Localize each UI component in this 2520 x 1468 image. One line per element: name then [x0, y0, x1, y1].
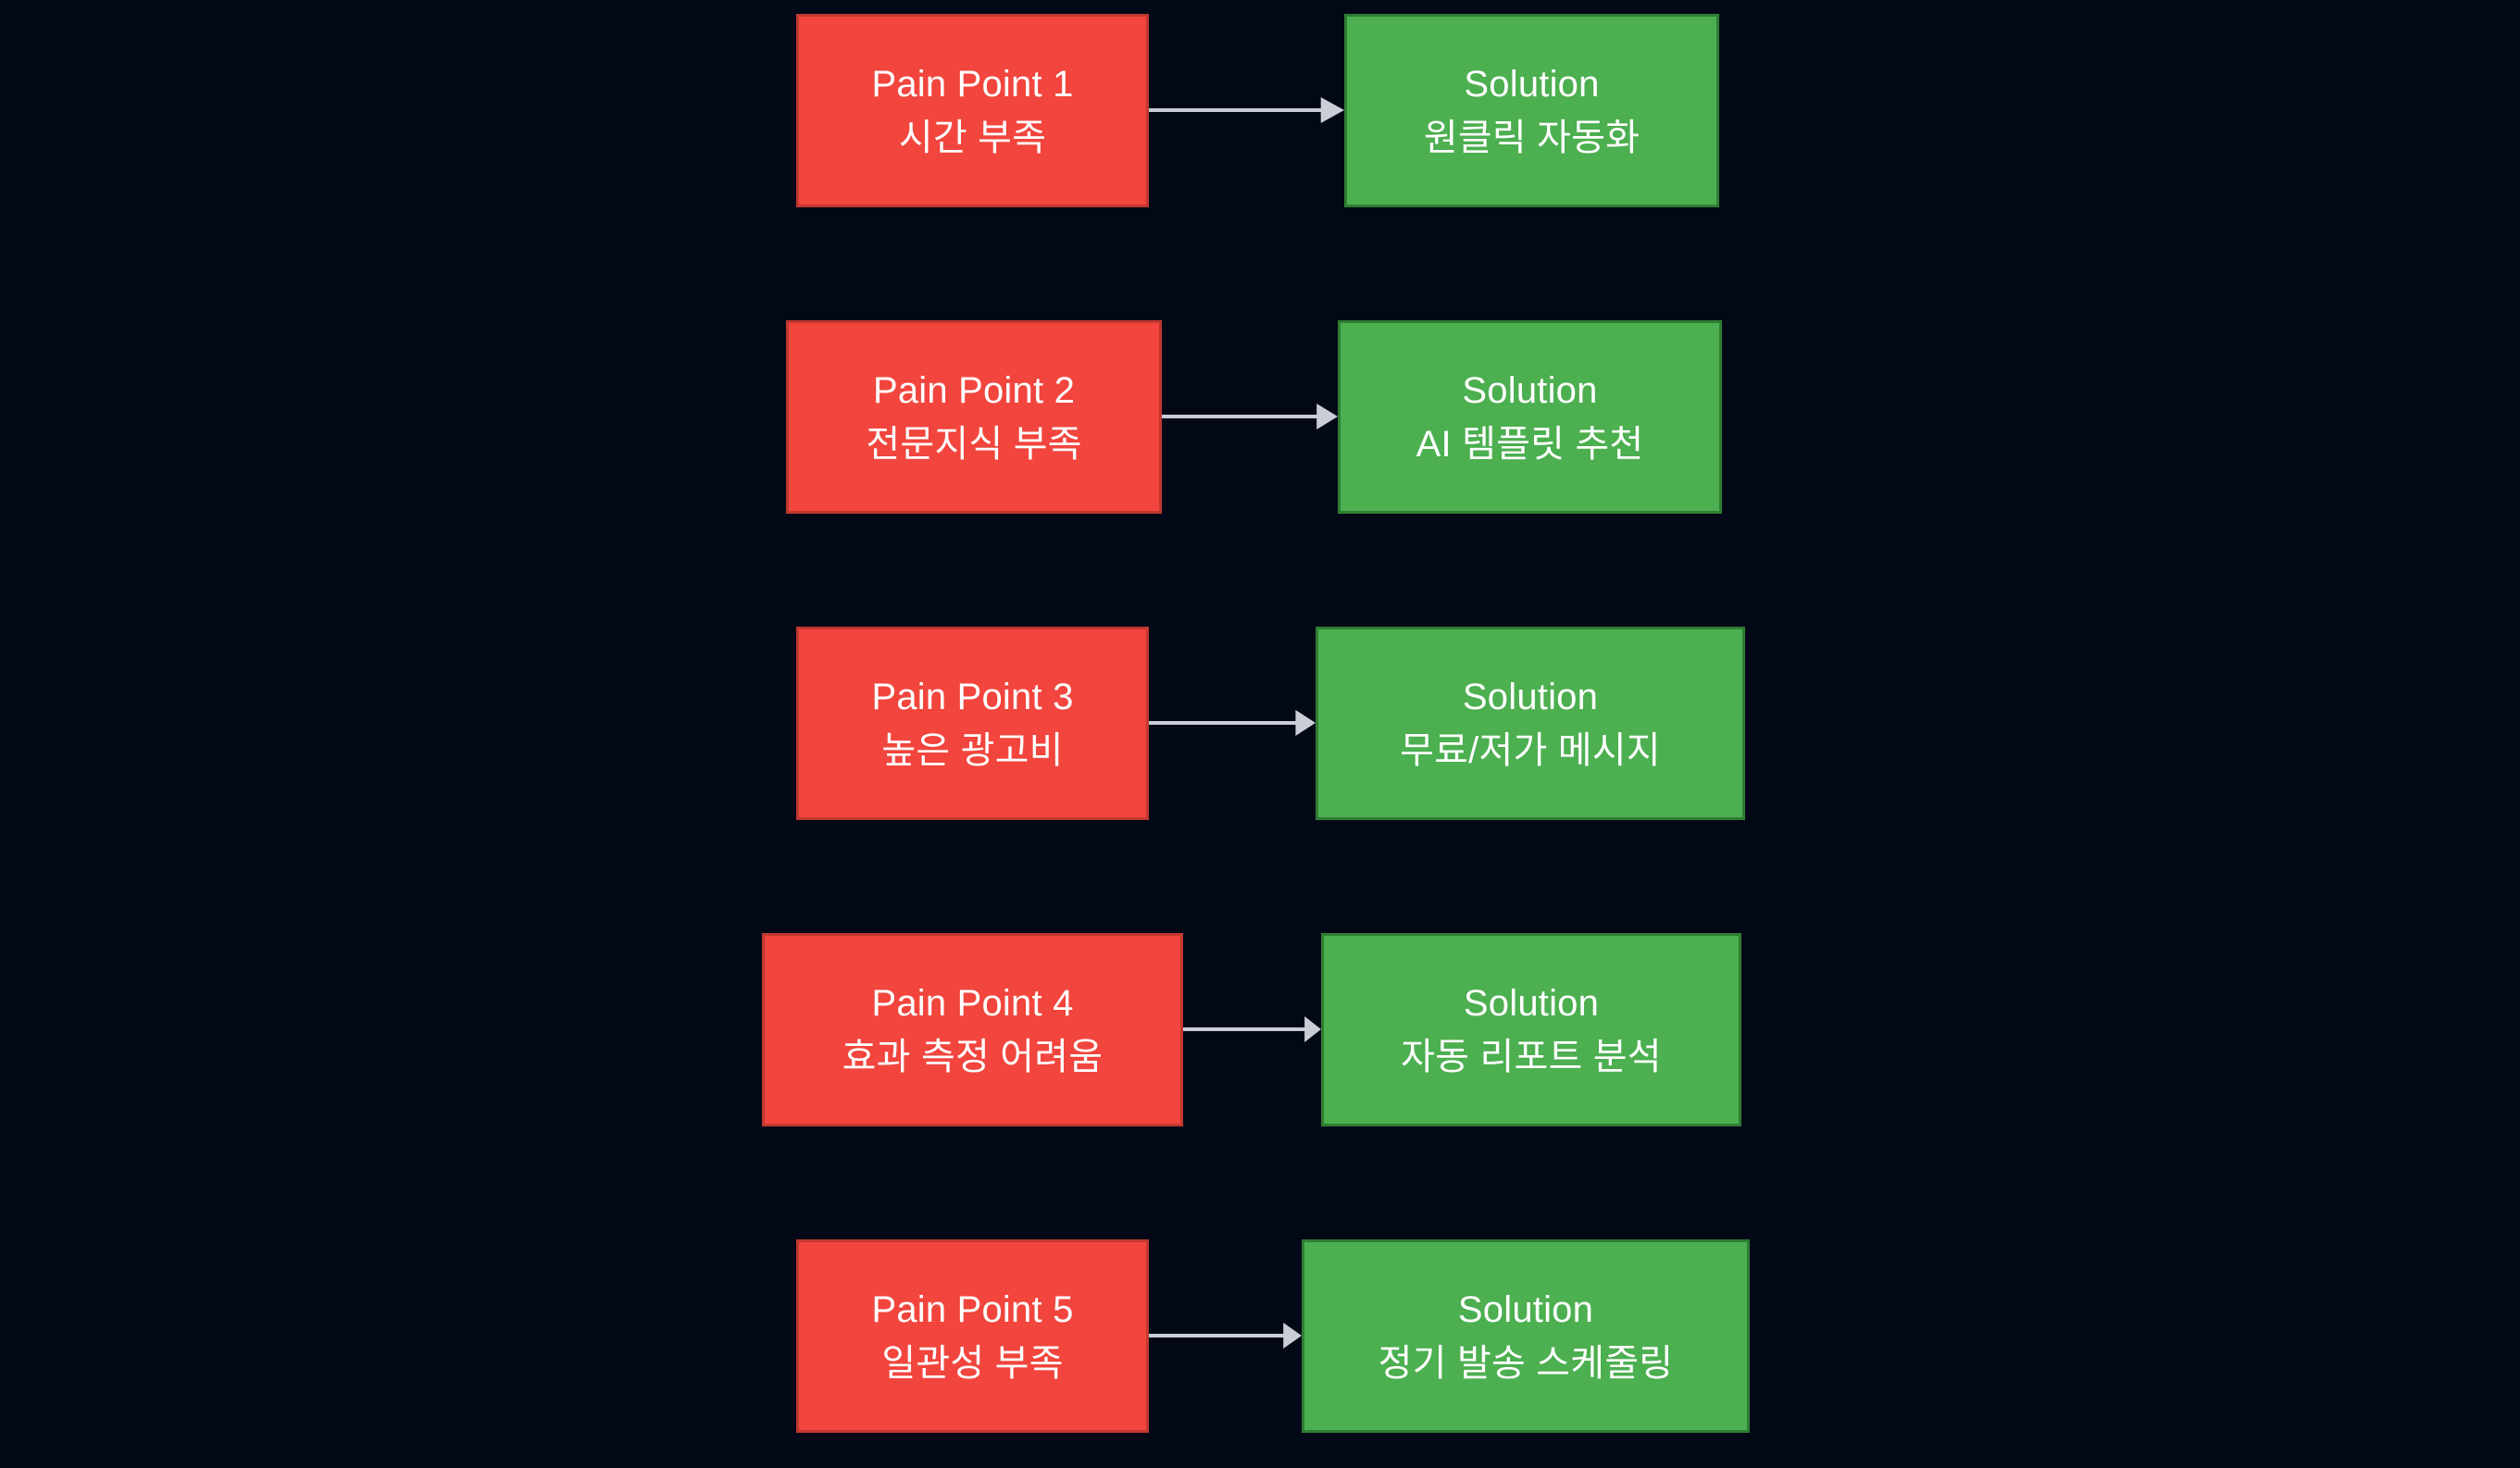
pain-point-title: Pain Point 1	[871, 63, 1074, 105]
pain-point-node[interactable]: Pain Point 1 시간 부족	[796, 14, 1149, 207]
solution-title: Solution	[1463, 982, 1600, 1024]
pain-point-node[interactable]: Pain Point 5 일관성 부족	[796, 1239, 1149, 1433]
solution-node[interactable]: Solution AI 템플릿 추천	[1338, 320, 1722, 514]
solution-title: Solution	[1464, 63, 1600, 105]
solution-node[interactable]: Solution 자동 리포트 분석	[1321, 933, 1741, 1126]
solution-node[interactable]: Solution 원클릭 자동화	[1344, 14, 1719, 207]
pain-point-title: Pain Point 3	[871, 676, 1074, 717]
solution-detail: 원클릭 자동화	[1423, 117, 1640, 158]
arrow-icon	[1149, 710, 1316, 736]
solution-node[interactable]: Solution 정기 발송 스케줄링	[1302, 1239, 1750, 1433]
pain-point-title: Pain Point 4	[871, 982, 1074, 1024]
pain-point-detail: 일관성 부족	[881, 1342, 1064, 1384]
solution-title: Solution	[1457, 1288, 1594, 1330]
flow-row: Pain Point 5 일관성 부족 Solution 정기 발송 스케줄링	[0, 1239, 2520, 1433]
arrow-connector	[1162, 398, 1338, 435]
arrow-icon	[1183, 1016, 1321, 1042]
pain-point-node[interactable]: Pain Point 2 전문지식 부족	[786, 320, 1162, 514]
arrow-connector	[1149, 704, 1316, 741]
arrow-icon	[1149, 1323, 1302, 1349]
solution-detail: 정기 발송 스케줄링	[1378, 1342, 1674, 1384]
arrow-connector	[1183, 1011, 1321, 1048]
solution-node[interactable]: Solution 무료/저가 메시지	[1316, 627, 1745, 820]
solution-title: Solution	[1462, 676, 1599, 717]
solution-title: Solution	[1462, 369, 1598, 411]
solution-detail: 자동 리포트 분석	[1401, 1036, 1662, 1077]
pain-point-detail: 시간 부족	[898, 117, 1047, 158]
flow-row: Pain Point 3 높은 광고비 Solution 무료/저가 메시지	[0, 627, 2520, 820]
flow-row: Pain Point 4 효과 측정 어려움 Solution 자동 리포트 분…	[0, 933, 2520, 1126]
flow-row: Pain Point 1 시간 부족 Solution 원클릭 자동화	[0, 14, 2520, 207]
solution-detail: 무료/저가 메시지	[1400, 729, 1661, 771]
pain-point-node[interactable]: Pain Point 4 효과 측정 어려움	[762, 933, 1183, 1126]
pain-point-detail: 전문지식 부족	[866, 423, 1082, 465]
pain-point-title: Pain Point 2	[872, 369, 1076, 411]
arrow-icon	[1162, 404, 1338, 429]
arrow-connector	[1149, 1317, 1302, 1354]
arrow-connector	[1149, 92, 1344, 129]
pain-point-node[interactable]: Pain Point 3 높은 광고비	[796, 627, 1149, 820]
flow-row: Pain Point 2 전문지식 부족 Solution AI 템플릿 추천	[0, 320, 2520, 514]
solution-detail: AI 템플릿 추천	[1416, 423, 1644, 465]
arrow-icon	[1149, 97, 1344, 123]
pain-point-detail: 높은 광고비	[881, 729, 1064, 771]
pain-point-detail: 효과 측정 어려움	[842, 1036, 1104, 1077]
pain-point-title: Pain Point 5	[871, 1288, 1074, 1330]
